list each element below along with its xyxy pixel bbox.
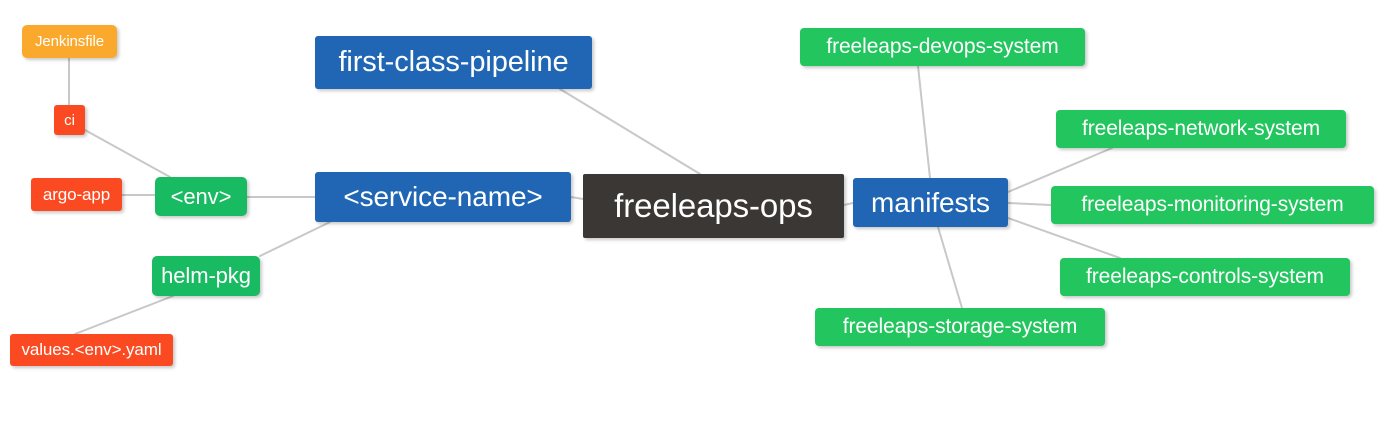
node-manifests[interactable]: manifests [853,178,1008,227]
node-ci[interactable]: ci [54,105,85,135]
node-first-class-pipeline[interactable]: first-class-pipeline [315,36,592,89]
node-freeleaps-monitoring-system[interactable]: freeleaps-monitoring-system [1051,186,1374,224]
edge-manifests-to-freeleaps-monitoring-system [1007,202,1052,206]
edge-manifests-to-freeleaps-controls-system [1007,217,1121,259]
node-freeleaps-controls-system[interactable]: freeleaps-controls-system [1060,258,1350,296]
edge-freeleaps-ops-to-manifests [843,202,854,206]
edge-manifests-to-freeleaps-devops-system [917,65,931,179]
node-values-env-yaml[interactable]: values.<env>.yaml [10,334,173,366]
edge-service-name-to-helm-pkg [259,221,331,257]
edge-helm-pkg-to-values-env-yaml [74,295,174,335]
node-freeleaps-ops[interactable]: freeleaps-ops [583,174,844,238]
edge-ci-to-env [84,129,171,178]
node-env[interactable]: <env> [155,177,247,216]
node-freeleaps-devops-system[interactable]: freeleaps-devops-system [800,28,1085,66]
edge-manifests-to-freeleaps-storage-system [937,226,963,309]
node-helm-pkg[interactable]: helm-pkg [152,256,260,296]
node-freeleaps-storage-system[interactable]: freeleaps-storage-system [815,308,1105,346]
edge-first-class-pipeline-to-freeleaps-ops [559,88,701,175]
edge-service-name-to-freeleaps-ops [570,196,584,200]
node-freeleaps-network-system[interactable]: freeleaps-network-system [1056,110,1346,148]
node-jenkinsfile[interactable]: Jenkinsfile [22,25,117,58]
node-argo-app[interactable]: argo-app [31,178,122,211]
node-service-name[interactable]: <service-name> [315,172,571,222]
